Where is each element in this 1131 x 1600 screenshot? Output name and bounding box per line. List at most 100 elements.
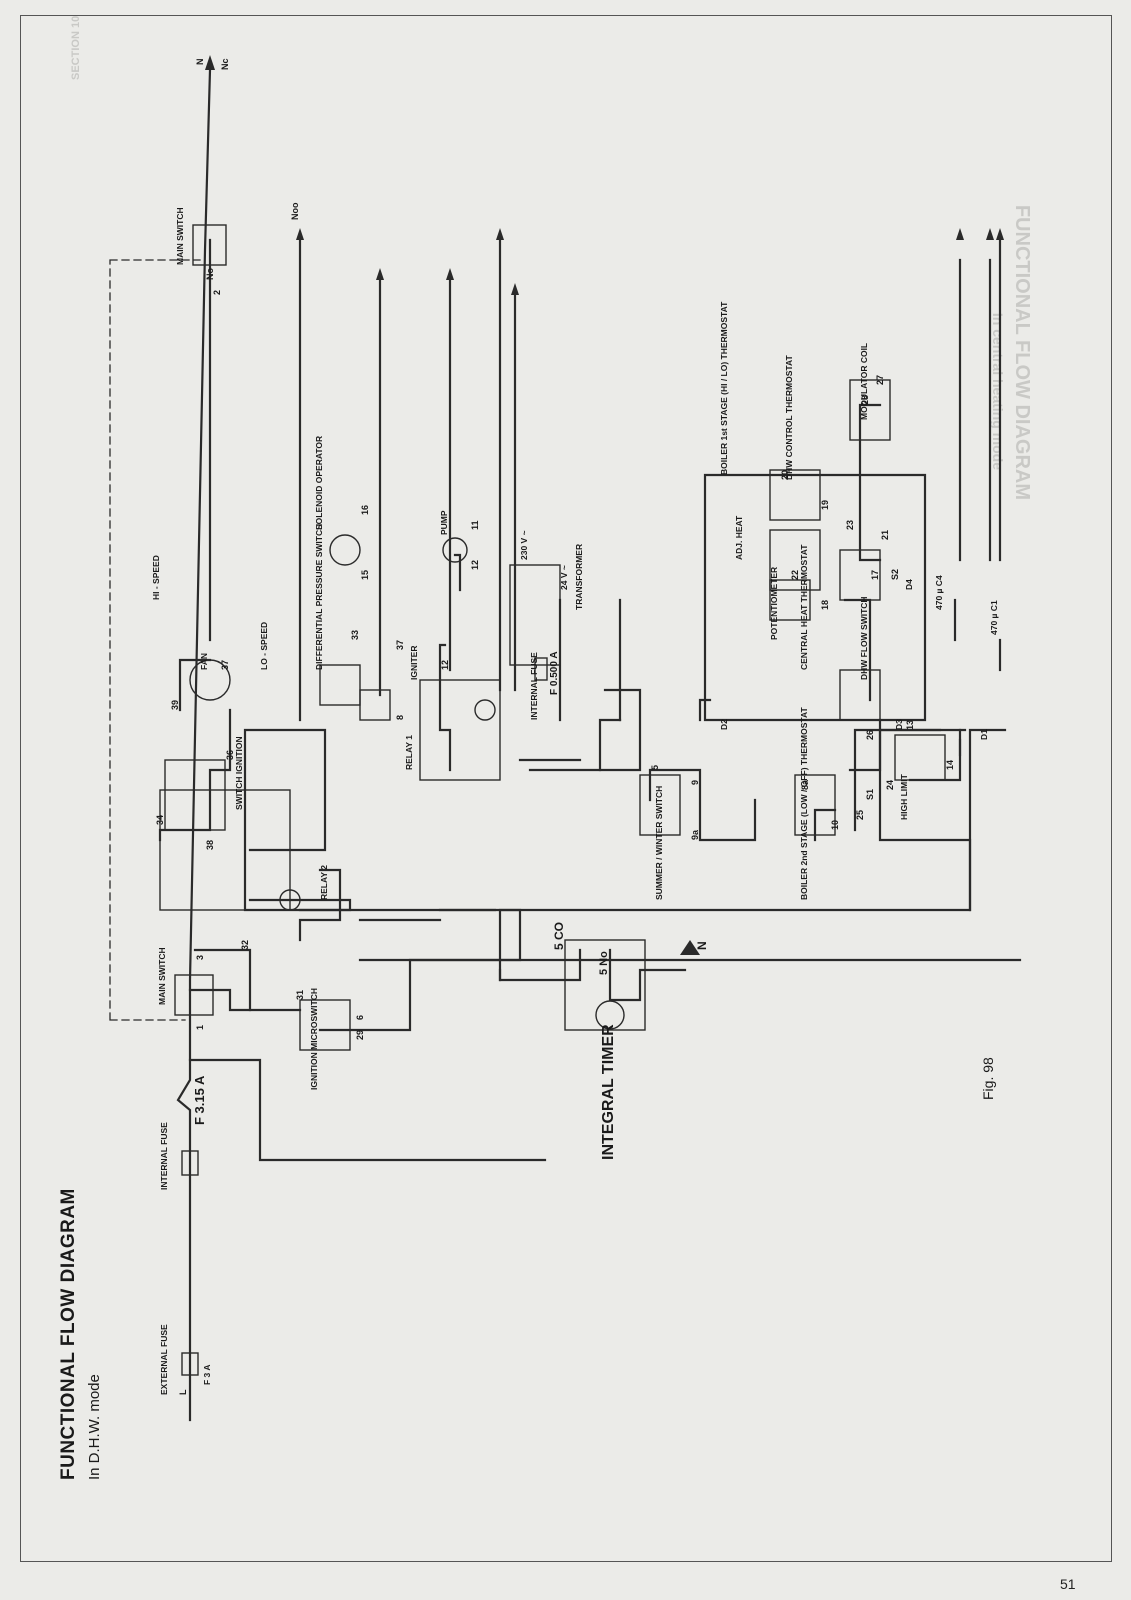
diff-pressure-box [319, 664, 361, 706]
terminal-33: 33 [350, 629, 360, 640]
wire-stage2 [813, 808, 837, 842]
terminal-24: 24 [885, 779, 895, 790]
wire-microswitch [298, 908, 522, 1032]
diode-d2-label: D2 [719, 719, 729, 730]
main-switch-2-label: MAIN SWITCH [175, 207, 185, 265]
page-title: FUNCTIONAL FLOW DIAGRAM [58, 1188, 79, 1480]
wire-fuse-to-timer [188, 1058, 547, 1162]
timer-motor [595, 1000, 625, 1030]
boiler-2nd-stage-label: BOILER 2nd STAGE (LOW / OFF) THERMOSTAT [799, 707, 809, 900]
terminal-S2: S2 [890, 568, 900, 580]
arrow-rail-1 [296, 228, 304, 240]
external-fuse-rating: F 3 A [202, 1364, 212, 1385]
terminal-22: 22 [790, 569, 800, 580]
potentiometer-label: POTENTIOMETER [769, 566, 779, 640]
fan-label: FAN [199, 653, 209, 670]
terminal-2: 2 [212, 289, 222, 295]
central-heat-label: CENTRAL HEAT THERMOSTAT [799, 544, 809, 670]
diode-d3-label: D3 [894, 719, 904, 730]
terminal-11: 11 [470, 520, 480, 530]
wire-d2 [698, 698, 712, 722]
boiler-2nd-stage-box [794, 774, 836, 836]
terminal-Nc: Nc [220, 58, 230, 70]
terminal-38: 38 [205, 839, 215, 850]
arrow-rail-2 [376, 268, 384, 280]
terminal-5: 5 [650, 764, 660, 770]
terminal-21: 21 [880, 529, 890, 540]
terminal-17: 17 [870, 569, 880, 580]
relay-2-label: RELAY 2 [319, 865, 329, 900]
terminal-15: 15 [360, 569, 370, 580]
wire-boiler-block [703, 473, 927, 722]
arrow-rail-4 [496, 228, 504, 240]
terminal-31: 31 [295, 989, 305, 1000]
r1-coil [474, 699, 496, 721]
summer-winter-label: SUMMER / WINTER SWITCH [654, 785, 664, 900]
terminal-3: 3 [195, 954, 205, 960]
diode-d1-label: D1 [979, 729, 989, 740]
ignition-microswitch-label: IGNITION MICROSWITCH [309, 988, 319, 1090]
figure-label: Fig. 98 [980, 1057, 996, 1100]
s2-box [839, 549, 881, 601]
ignition-microswitch-box [299, 999, 351, 1051]
high-limit-box [894, 734, 946, 781]
dhw-flow-label: DHW FLOW SWITCH [859, 596, 869, 680]
terminal-20: 20 [780, 469, 790, 480]
timer-5no-label: 5 No [598, 951, 610, 975]
modulator-coil-box [849, 379, 891, 441]
arrow-N-top [205, 55, 215, 70]
page-frame [20, 15, 1112, 1562]
terminal-6: 6 [355, 1014, 365, 1020]
terminal-18: 18 [820, 599, 830, 610]
wire-timer-5no [608, 948, 687, 1002]
external-fuse-label: EXTERNAL FUSE [159, 1324, 169, 1395]
terminal-26: 26 [865, 729, 875, 740]
terminal-32: 32 [240, 939, 250, 950]
wire-transformer [558, 598, 622, 722]
terminal-28: 28 [860, 394, 870, 405]
wire-s1 [848, 718, 882, 772]
high-limit-label: HIGH LIMIT [899, 774, 909, 820]
wire-timer-5co [498, 948, 582, 982]
wire-pump [453, 553, 462, 592]
wire-transformer-out [598, 718, 622, 772]
adj-heat-label: ADJ. HEAT [734, 515, 744, 560]
internal-fuse-symbol [181, 1150, 199, 1176]
terminal-9a: 9a [690, 829, 700, 840]
integral-timer-box [564, 939, 646, 1031]
r2-coil [279, 889, 301, 911]
transformer-box [509, 564, 561, 666]
terminal-37b: 37 [395, 639, 405, 650]
terminal-23: 23 [845, 519, 855, 530]
terminal-39: 39 [170, 699, 180, 710]
internal-fuse-2-rating: F 0.500 A [549, 651, 560, 695]
central-heat-box [769, 579, 811, 621]
ignition-switch-box [164, 759, 226, 831]
pump-symbol [442, 537, 468, 563]
wire-dashed-link [109, 259, 201, 1021]
terminal-12b: 12 [470, 559, 480, 570]
transformer-label: TRANSFORMER [574, 543, 584, 610]
internal-fuse-1-rating: F 3.15 A [192, 1075, 207, 1125]
hi-speed-label: HI - SPEED [151, 555, 161, 600]
igniter-box [359, 689, 391, 721]
fan-symbol [189, 659, 231, 701]
terminal-36: 36 [225, 749, 235, 760]
main-switch-2-box [192, 224, 227, 266]
terminal-1: 1 [195, 1024, 205, 1030]
wire-loop-relay2 [243, 728, 352, 912]
internal-fuse-1-label: INTERNAL FUSE [159, 1122, 169, 1190]
terminal-L: L [178, 1389, 188, 1396]
pump-label: PUMP [439, 510, 449, 535]
wire-modulator [858, 403, 882, 562]
wire-lower-loop [498, 728, 972, 982]
solenoid-symbol [329, 534, 361, 566]
wire-summer-winter [648, 768, 757, 842]
dhw-control-label: DHW CONTROL THERMOSTAT [784, 355, 794, 480]
wire-live-main [176, 68, 212, 1422]
terminal-19: 19 [820, 499, 830, 510]
terminal-12: 12 [440, 659, 450, 670]
